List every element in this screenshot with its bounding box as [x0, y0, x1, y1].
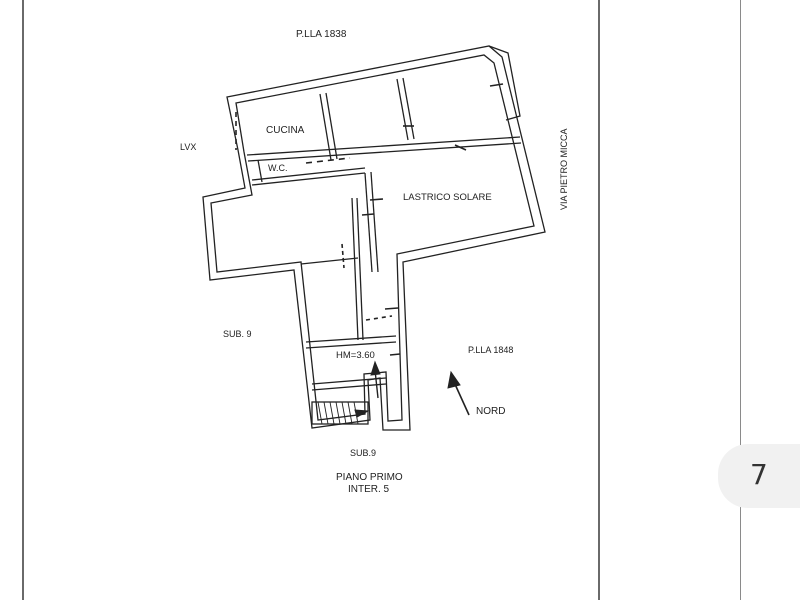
page-number-badge[interactable]: 7 [718, 444, 800, 508]
upper-rooms-bottom [246, 136, 521, 156]
sheet-right-border [598, 0, 600, 600]
wc-left [257, 159, 263, 183]
north-label: NORD [476, 406, 505, 417]
sub-left-label: SUB. 9 [223, 329, 252, 339]
terrace-label: LASTRICO SOLARE [403, 192, 492, 203]
wc-bottom [251, 167, 366, 181]
lower-room-bottom [305, 335, 397, 343]
floor-label: PIANO PRIMO [336, 472, 403, 483]
kitchen-label: CUCINA [266, 125, 305, 136]
corridor-wall [351, 197, 359, 341]
lvx-label: LVX [180, 142, 196, 152]
sub-bottom-label: SUB.9 [350, 448, 376, 458]
hall-bottom [311, 377, 387, 385]
parcel-north-label: P.LLA 1838 [296, 29, 347, 40]
street-balcony [488, 45, 521, 121]
stair-arrow [354, 360, 381, 418]
sheet-left-border [22, 0, 24, 600]
height-label: HM=3.60 [336, 350, 375, 361]
internal-label: INTER. 5 [348, 484, 390, 495]
north-arrow-icon [447, 370, 470, 416]
terrace-left [364, 172, 373, 273]
mid-wall [300, 257, 359, 265]
wc-label: W.C. [268, 163, 288, 173]
street-label: VIA PIETRO MICCA [559, 128, 569, 210]
page-number: 7 [750, 458, 768, 491]
parcel-east-label: P.LLA 1848 [468, 345, 513, 355]
side-divider [740, 0, 741, 600]
partition-2 [396, 78, 409, 141]
inner-wall [210, 54, 535, 422]
